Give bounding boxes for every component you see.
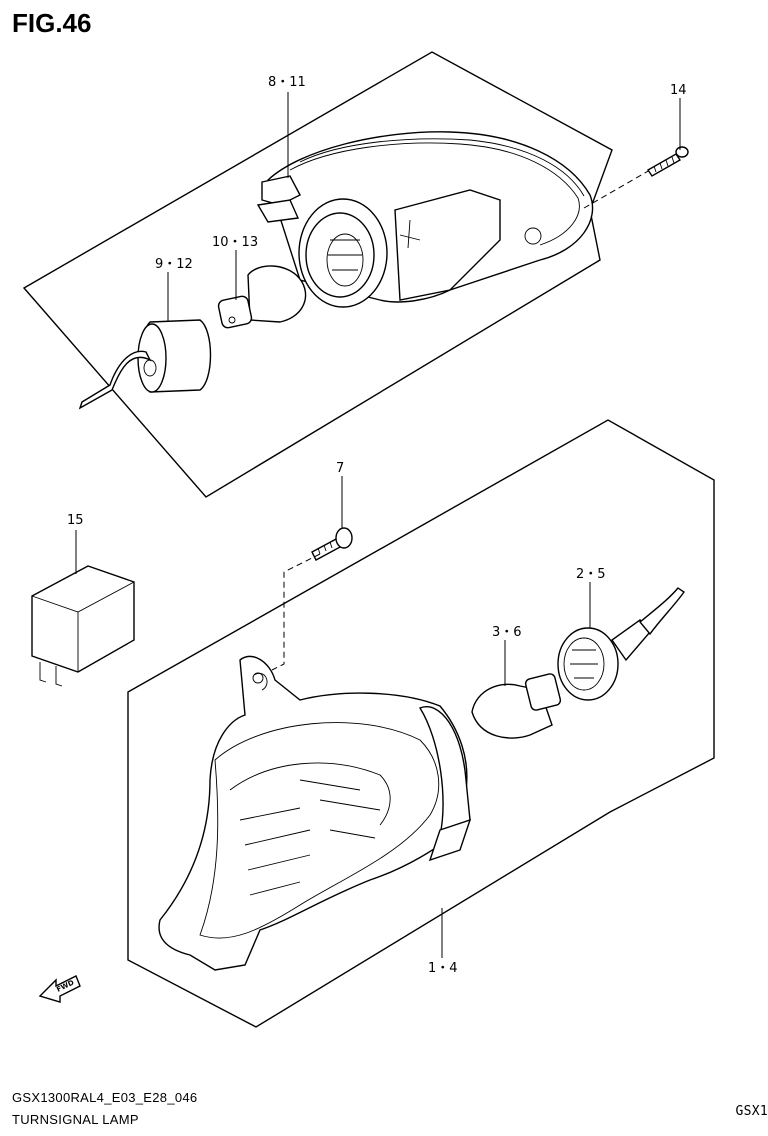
- figure-title: FIG.46: [12, 8, 92, 38]
- model-code: GSX1300RAL4_E03_E28_046: [12, 1090, 198, 1105]
- callout-7: 7: [336, 461, 344, 476]
- relay-15: [31, 565, 135, 687]
- screw-14-axis: [583, 169, 651, 209]
- screw-14: [647, 146, 689, 177]
- callout-15: 15: [67, 513, 84, 528]
- truncated-model-tag: GSX1: [735, 1104, 768, 1119]
- bulb-3-6: [471, 673, 562, 739]
- socket-9-12: [78, 319, 212, 410]
- callout-10-13: 10・13: [212, 235, 258, 250]
- front-lamp-lens: [158, 655, 472, 971]
- lower-group-frame: [127, 419, 715, 1028]
- rear-lamp-housing: [256, 131, 594, 308]
- bulb-10-13: [217, 265, 307, 329]
- callout-1-4: 1・4: [428, 961, 458, 976]
- callout-9-12: 9・12: [155, 257, 193, 272]
- callout-8-11: 8・11: [268, 75, 306, 90]
- callout-14: 14: [670, 83, 687, 98]
- part-name: TURNSIGNAL LAMP: [12, 1112, 139, 1127]
- forward-arrow-icon: FWD: [38, 975, 81, 1003]
- callout-2-5: 2・5: [576, 567, 606, 582]
- callout-3-6: 3・6: [492, 625, 522, 640]
- socket-2-5: [557, 587, 685, 701]
- screw-7-axis: [271, 553, 321, 671]
